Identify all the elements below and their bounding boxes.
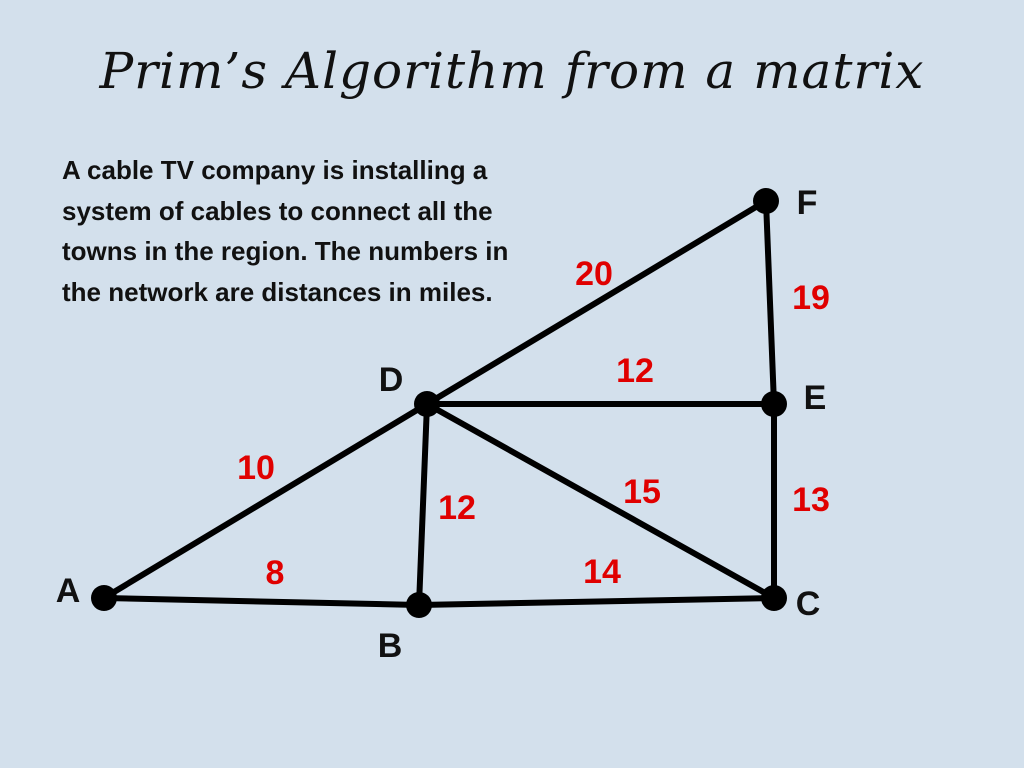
edge-d-c <box>424 401 777 601</box>
edge-b-c <box>416 595 777 608</box>
node-a <box>91 585 117 611</box>
edge-b-d <box>416 401 430 608</box>
edge-weight-e-c: 13 <box>792 481 830 519</box>
node-label-a: A <box>56 572 81 610</box>
node-f <box>753 188 779 214</box>
node-label-e: E <box>804 379 827 417</box>
edge-weight-a-d: 10 <box>237 449 275 487</box>
edge-a-d <box>101 401 430 601</box>
nodes-layer <box>91 188 787 618</box>
node-label-d: D <box>379 361 404 399</box>
edge-weight-d-f: 20 <box>575 255 613 293</box>
edge-weight-d-c: 15 <box>623 473 661 511</box>
node-b <box>406 592 432 618</box>
edge-weight-d-e: 12 <box>616 352 654 390</box>
node-label-b: B <box>378 627 403 665</box>
node-label-f: F <box>797 184 818 222</box>
edges-layer <box>101 198 777 608</box>
edge-weight-b-d: 12 <box>438 489 476 527</box>
node-e <box>761 391 787 417</box>
problem-description: A cable TV company is installing a syste… <box>62 155 509 307</box>
edge-a-b <box>101 595 422 608</box>
slide-title: Prim’s Algorithm from a matrix <box>99 42 925 100</box>
edge-weight-a-b: 8 <box>266 554 285 592</box>
node-label-c: C <box>796 585 821 623</box>
edge-weight-b-c: 14 <box>583 553 621 591</box>
edge-f-e <box>763 198 777 407</box>
edge-weight-f-e: 19 <box>792 279 830 317</box>
node-c <box>761 585 787 611</box>
edge-d-f <box>424 198 769 407</box>
node-d <box>414 391 440 417</box>
labels-layer: 8 10 12 14 15 12 20 13 19A B C D E F <box>56 184 830 665</box>
